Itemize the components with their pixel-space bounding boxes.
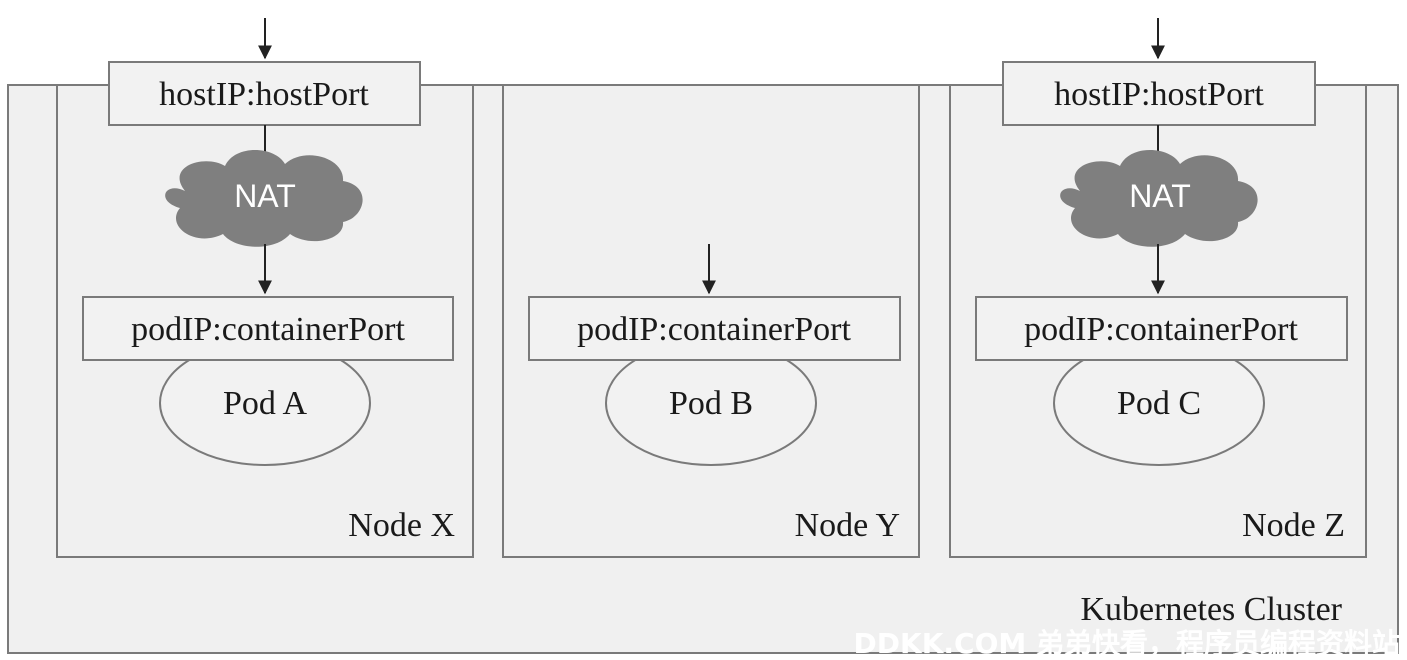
host-port-label: hostIP:hostPort: [159, 76, 369, 113]
pod-port-label: podIP:containerPort: [131, 311, 405, 348]
node-x: Node X hostIP:hostPort NAT Pod A podIP:c…: [56, 18, 474, 558]
pod-port-box: [975, 296, 1348, 361]
node-z: Node Z hostIP:hostPort NAT Pod C podIP:c…: [949, 18, 1367, 558]
node-x-label: Node X: [348, 507, 455, 544]
node-y-label: Node Y: [795, 507, 900, 544]
pod-port-label: podIP:containerPort: [1024, 311, 1298, 348]
nat-cloud-icon: [1060, 150, 1258, 247]
host-port-box: [108, 61, 421, 126]
pod-label: Pod A: [223, 385, 308, 422]
nat-cloud: NAT: [1060, 150, 1258, 247]
node-y: Node Y Pod B podIP:containerPort: [502, 84, 920, 558]
watermark: DDKK.COM 弟弟快看，程序员编程资料站: [854, 627, 1400, 660]
host-port-label: hostIP:hostPort: [1054, 76, 1264, 113]
nat-cloud-icon: [165, 150, 363, 247]
pod-port-box: [528, 296, 901, 361]
nat-label: NAT: [1129, 178, 1191, 214]
pod-port-box: [82, 296, 454, 361]
node-z-label: Node Z: [1242, 507, 1345, 544]
host-port-box: [1002, 61, 1316, 126]
pod-label: Pod C: [1117, 385, 1201, 422]
nat-label: NAT: [234, 178, 296, 214]
cluster-label: Kubernetes Cluster: [1080, 591, 1342, 628]
pod-label: Pod B: [669, 385, 753, 422]
nat-cloud: NAT: [165, 150, 363, 247]
pod-port-label: podIP:containerPort: [577, 311, 851, 348]
